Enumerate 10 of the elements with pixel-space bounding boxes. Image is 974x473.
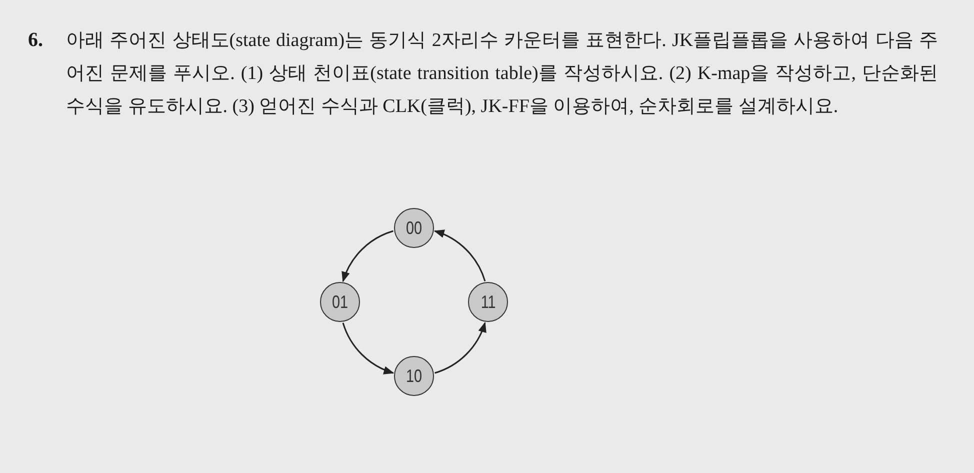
question-text: 아래 주어진 상태도(state diagram)는 동기식 2자리수 카운터를 표현한다. JK플립플롭을 사용하여 다음 주어진 문제를 푸시오. (1) 상태 천이표(state transition table)를 작성하시요. (2) K-map을 작성하고, 단순화된 수식을 유도하시요. (3) 얻어진 수식과 CLK(클럭), JK-FF을 이용하여, 순차회로를 설계하시요.	[66, 29, 938, 119]
transition-arrow	[342, 322, 394, 374]
state-circle: 11	[468, 282, 508, 322]
state-circle: 10	[394, 356, 434, 396]
question-number: 6.	[28, 28, 43, 53]
state-circle: 00	[394, 208, 434, 248]
transition-arrow	[342, 230, 394, 282]
state-circle: 01	[320, 282, 360, 322]
transition-arrow	[434, 322, 486, 374]
transition-arrow	[434, 230, 486, 282]
